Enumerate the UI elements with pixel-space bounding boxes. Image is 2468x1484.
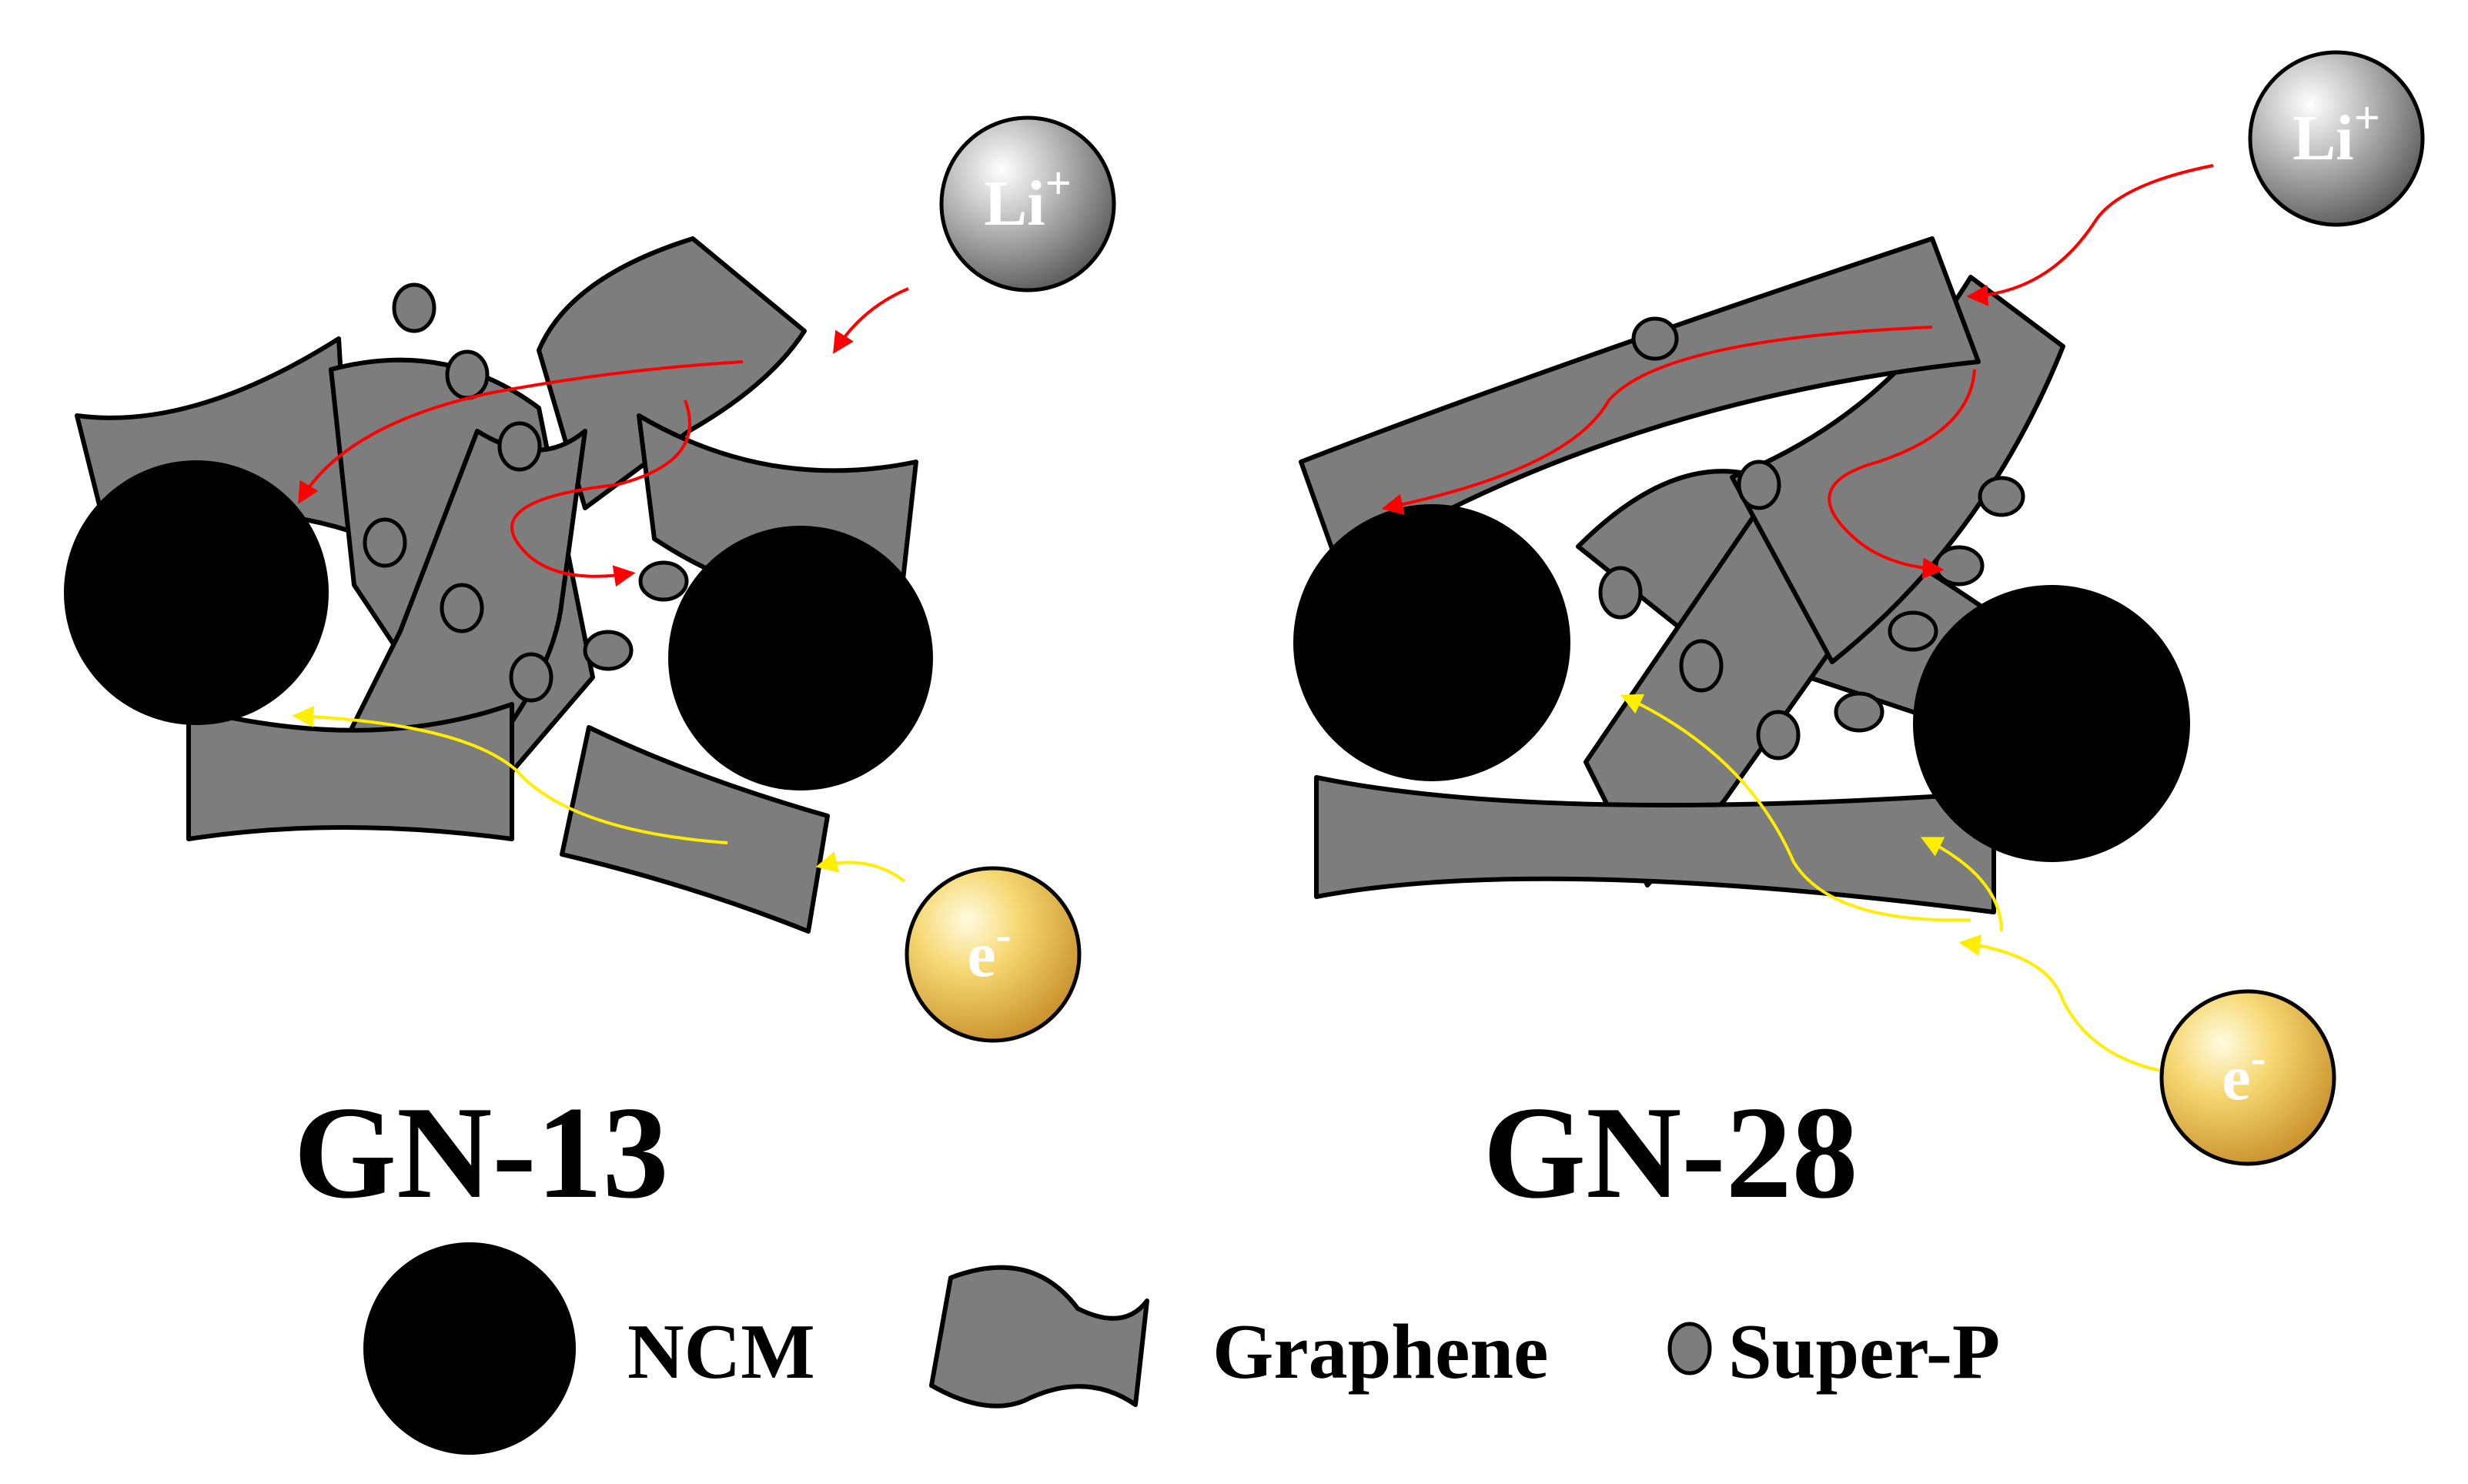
ion-symbol: Li: [2292, 102, 2353, 174]
super-p-particle: [509, 652, 553, 703]
super-p-particle: [1679, 639, 1724, 693]
super-p-particle: [392, 282, 436, 333]
super-p-particle: [363, 517, 407, 568]
legend: NCM Graphene Super-P: [363, 1242, 2000, 1455]
ion-charge: -: [996, 909, 1012, 960]
ion-symbol: e: [2222, 1042, 2250, 1114]
super-p-particle: [1598, 566, 1643, 620]
li-ion-path: [1966, 164, 2214, 306]
legend-superp-label: Super-P: [1728, 1309, 2000, 1395]
lithium-ion: Li+: [939, 115, 1116, 292]
legend-ncm-swatch: [363, 1242, 576, 1455]
legend-graphene-label: Graphene: [1212, 1309, 1548, 1395]
li-ion-path: [1828, 369, 1976, 580]
electron-path: [292, 706, 728, 844]
legend-superp-swatch: [1667, 1322, 1712, 1375]
graphene-sheet: [537, 236, 807, 510]
super-p-particle: [1834, 691, 1884, 733]
super-p-particle: [1756, 710, 1801, 760]
ncm-particle: [1913, 585, 2190, 862]
super-p-particle: [497, 421, 542, 472]
legend-ncm-label: NCM: [627, 1309, 815, 1395]
electron-path: [1620, 694, 1971, 922]
electron: e-: [2159, 989, 2336, 1166]
ncm-particle: [668, 526, 933, 790]
graphene-sheet: [1314, 775, 1996, 914]
super-p-particle: [638, 560, 689, 602]
electron-path: [815, 851, 906, 883]
panel-gn-13: Li+ e- GN-13: [64, 115, 1116, 1226]
electron-path: [1958, 934, 2179, 1075]
super-p-particle: [1934, 545, 1985, 587]
electron-path: [1920, 837, 2003, 932]
super-p-particle: [583, 630, 634, 671]
super-p-particle: [445, 349, 490, 400]
ncm-particle: [1293, 504, 1570, 781]
ion-symbol: e: [967, 919, 995, 991]
panel-title: GN-13: [293, 1080, 668, 1226]
graphene-sheet: [1730, 275, 2065, 664]
panel-title: GN-28: [1483, 1080, 1858, 1226]
panel-gn-28: Li+ e- GN-28: [1293, 50, 2425, 1226]
super-p-particle: [1978, 476, 2025, 517]
super-p-particle: [1631, 316, 1679, 361]
li-ion-path: [510, 399, 691, 587]
ion-charge: -: [2251, 1032, 2266, 1083]
ion-charge: +: [2354, 92, 2380, 143]
lithium-ion: Li+: [2248, 50, 2425, 227]
super-p-particle: [1737, 460, 1781, 510]
legend-graphene-swatch: [929, 1265, 1149, 1409]
ion-charge: +: [1045, 158, 1072, 209]
graphene-sheet: [560, 725, 830, 934]
svg-text:Li+: Li+: [984, 158, 1072, 239]
svg-text:e-: e-: [967, 909, 1011, 991]
svg-text:e-: e-: [2222, 1032, 2266, 1114]
ncm-particle: [64, 460, 329, 725]
li-ion-path: [832, 287, 909, 354]
graphene-sheet: [186, 702, 514, 841]
li-ion-path: [298, 360, 744, 504]
super-p-particle: [440, 583, 484, 633]
super-p-particle: [1888, 610, 1938, 652]
ion-symbol: Li: [984, 168, 1045, 239]
svg-text:Li+: Li+: [2292, 92, 2380, 174]
li-ion-path: [1381, 326, 1933, 516]
electron: e-: [905, 866, 1082, 1043]
